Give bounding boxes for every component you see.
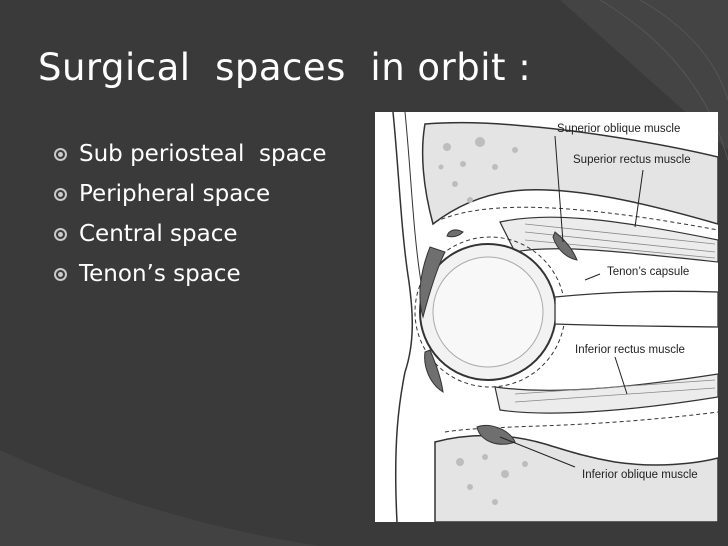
- label-inferior-oblique-muscle: Inferior oblique muscle: [582, 469, 698, 481]
- bullet-text: Sub periosteal space: [79, 141, 327, 167]
- bullet-text: Peripheral space: [79, 181, 271, 207]
- bullet-text: Central space: [79, 221, 238, 247]
- orbit-anatomy-figure: Superior oblique muscle Superior rectus …: [375, 112, 718, 522]
- label-superior-oblique-muscle: Superior oblique muscle: [557, 123, 681, 135]
- bullet-item: Peripheral space: [54, 174, 327, 214]
- slide-title: Surgical spaces in orbit :: [38, 46, 532, 89]
- label-superior-rectus-muscle: Superior rectus muscle: [573, 154, 691, 166]
- label-tenons-capsule: Tenon’s capsule: [607, 266, 690, 278]
- bullet-icon: [54, 267, 67, 281]
- bullet-item: Central space: [54, 214, 327, 254]
- label-inferior-rectus-muscle: Inferior rectus muscle: [575, 344, 685, 356]
- bullet-icon: [54, 187, 67, 201]
- bullet-list: Sub periosteal space Peripheral space Ce…: [54, 134, 327, 294]
- orbit-illustration: [392, 112, 718, 522]
- bullet-text: Tenon’s space: [79, 261, 241, 287]
- bullet-item: Tenon’s space: [54, 254, 327, 294]
- bullet-icon: [54, 147, 67, 161]
- bullet-item: Sub periosteal space: [54, 134, 327, 174]
- bullet-icon: [54, 227, 67, 241]
